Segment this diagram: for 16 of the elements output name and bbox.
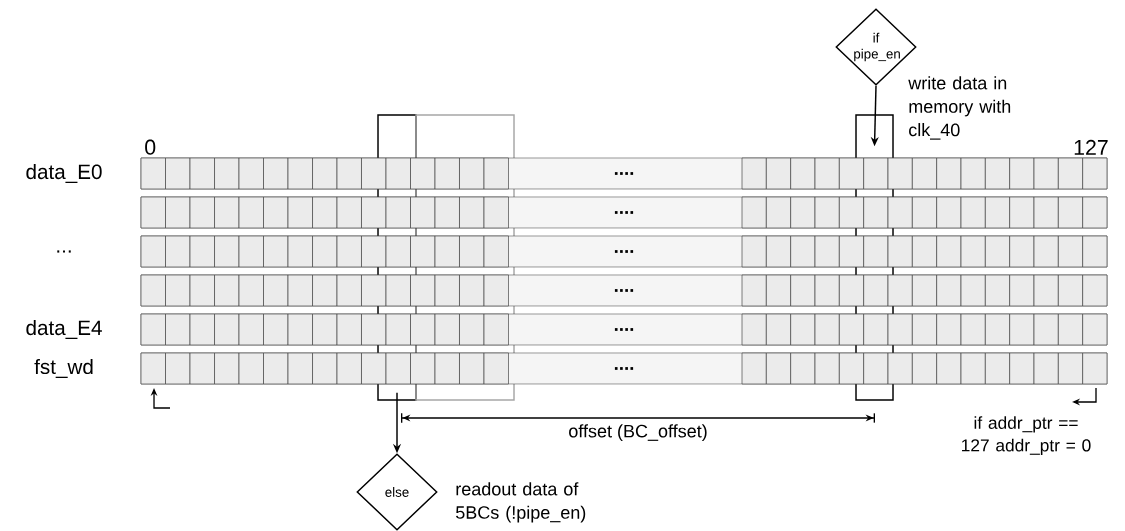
annotation-text: readout data of 5BCs (!pipe_en): [456, 482, 586, 523]
row-label: ...: [57, 250, 71, 253]
row-label: data_E4: [26, 319, 102, 340]
annotation-text: if addr_ptr == 127 addr_ptr = 0: [962, 416, 1091, 455]
memory-row: ....: [140, 157, 1108, 190]
annotation-text: write data in memory with clk_40: [908, 76, 1011, 140]
index-label: 127: [1074, 139, 1108, 155]
index-label: 0: [145, 139, 156, 155]
memory-row: ....: [140, 352, 1108, 385]
memory-row: ....: [140, 274, 1108, 307]
dimension-label: offset (BC_offset): [569, 424, 707, 441]
memory-row: ....: [140, 235, 1108, 268]
memory-row: ....: [140, 313, 1108, 346]
memory-row: ....: [140, 196, 1108, 229]
row-label: fst_wd: [34, 358, 93, 378]
row-label: data_E0: [26, 163, 102, 184]
